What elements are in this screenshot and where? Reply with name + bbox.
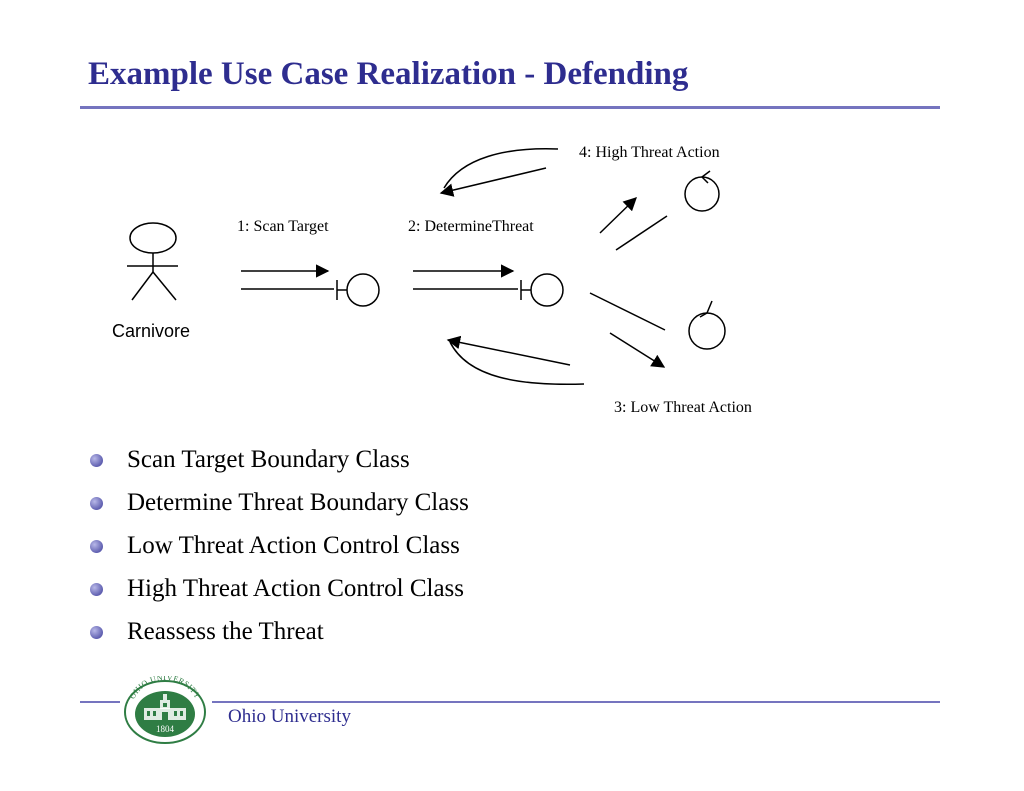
reassess-arc-top	[443, 148, 559, 189]
reassess-arc-bottom	[449, 341, 585, 386]
bullet-icon	[90, 540, 103, 553]
link-determine-low	[589, 292, 666, 331]
ohio-university-seal-logo: OHIO UNIVERSITY 1804	[124, 676, 206, 744]
link-determine-high	[615, 215, 668, 251]
bullet-icon	[90, 454, 103, 467]
bullet-icon	[90, 497, 103, 510]
bullet-item: Low Threat Action Control Class	[88, 526, 469, 569]
title-divider	[80, 106, 940, 109]
message-arrow-3	[609, 332, 666, 368]
bullet-list: Scan Target Boundary Class Determine Thr…	[88, 440, 469, 655]
bullet-item: Scan Target Boundary Class	[88, 440, 469, 483]
bullet-text: High Threat Action Control Class	[127, 575, 465, 602]
bullet-item: High Threat Action Control Class	[88, 569, 469, 612]
bullet-text: Low Threat Action Control Class	[127, 532, 460, 559]
actor-label: Carnivore	[112, 321, 190, 341]
bullet-item: Reassess the Threat	[88, 612, 469, 655]
actor-carnivore	[127, 222, 178, 301]
message-label-4: 4: High Threat Action	[579, 144, 720, 161]
footer-divider-right	[212, 701, 940, 703]
boundary-determine-threat	[520, 273, 564, 307]
bullet-item: Determine Threat Boundary Class	[88, 483, 469, 526]
bullet-text: Reassess the Threat	[127, 618, 324, 645]
bullet-text: Determine Threat Boundary Class	[127, 489, 469, 516]
control-high-threat-action	[684, 170, 720, 212]
control-low-threat-action	[688, 300, 726, 350]
footer-divider-left	[80, 701, 120, 703]
svg-text:1804: 1804	[156, 724, 175, 734]
reassess-arrow-bottom	[446, 335, 571, 366]
bullet-text: Scan Target Boundary Class	[127, 446, 410, 473]
boundary-scan-target	[336, 273, 380, 307]
message-label-1: 1: Scan Target	[237, 218, 329, 235]
bullet-icon	[90, 583, 103, 596]
footer-org-name: Ohio University	[228, 706, 351, 727]
reassess-arrow-top	[439, 167, 547, 197]
slide-title: Example Use Case Realization - Defending	[88, 56, 689, 92]
message-arrow-4	[599, 197, 637, 234]
message-label-3: 3: Low Threat Action	[614, 399, 752, 416]
bullet-icon	[90, 626, 103, 639]
message-label-2: 2: DetermineThreat	[408, 218, 534, 235]
